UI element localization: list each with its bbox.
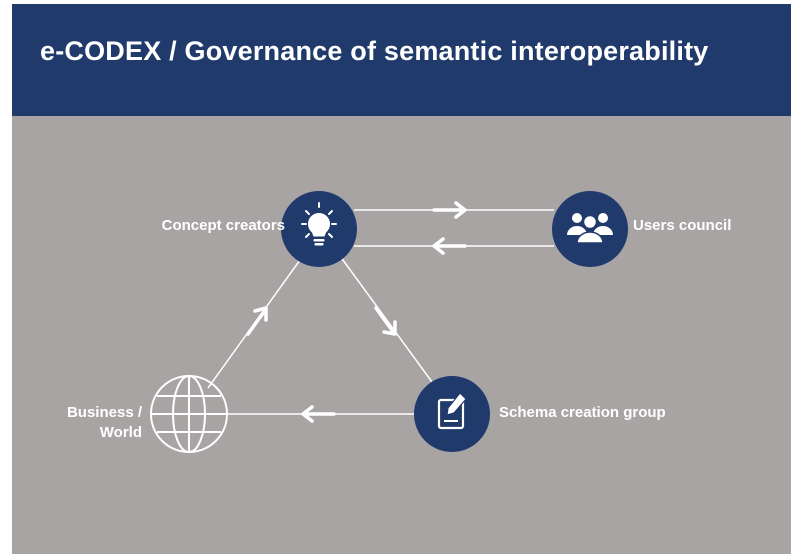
document-edit-icon (437, 392, 467, 430)
slide-title: e-CODEX / Governance of semantic interop… (40, 36, 709, 66)
header-bar: e-CODEX / Governance of semantic interop… (12, 4, 791, 116)
governance-diagram (150, 191, 628, 453)
arrow-left-icon (432, 237, 467, 255)
business-world-label: Business / World (67, 403, 142, 443)
concept-creators-label: Concept creators (161, 217, 285, 234)
business-world-label-line1: Business / (66, 404, 142, 421)
arrow-left-icon (301, 405, 336, 423)
business-world-label-line2: World (99, 424, 142, 441)
lightbulb-icon (301, 202, 337, 246)
users-group-icon (567, 213, 613, 244)
globe-icon (150, 375, 228, 453)
slide: e-CODEX / Governance of semantic interop… (12, 4, 791, 554)
arrow-up-right-icon (246, 306, 268, 336)
arrow-right-icon (432, 201, 467, 219)
users-council-node (552, 191, 628, 267)
users-council-label: Users council (633, 217, 732, 234)
schema-creation-group-node (414, 376, 490, 452)
schema-creation-group-label: Schema creation group (499, 404, 666, 421)
concept-creators-node (281, 191, 357, 267)
arrow-down-right-icon (374, 306, 397, 336)
